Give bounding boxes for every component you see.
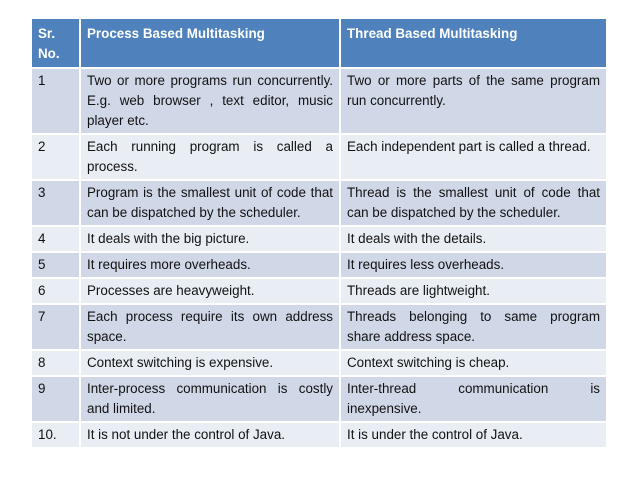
process-cell: It requires more overheads. bbox=[80, 252, 341, 279]
row-number: 9 bbox=[32, 376, 81, 423]
table-row: 7 Each process require its own address s… bbox=[32, 304, 606, 351]
table-row: 6 Processes are heavyweight. Threads are… bbox=[32, 278, 606, 305]
table-row: 3 Program is the smallest unit of code t… bbox=[32, 180, 606, 227]
thread-cell: Context switching is cheap. bbox=[340, 350, 606, 377]
process-cell: It is not under the control of Java. bbox=[80, 422, 341, 449]
row-number: 4 bbox=[32, 226, 81, 253]
table-row: 1 Two or more programs run concurrently.… bbox=[32, 68, 606, 135]
row-number: 2 bbox=[32, 134, 81, 181]
table-row: 9 Inter-process communication is costly … bbox=[32, 376, 606, 423]
process-cell: Each running program is called a process… bbox=[80, 134, 341, 181]
row-number: 7 bbox=[32, 304, 81, 351]
process-cell: Processes are heavyweight. bbox=[80, 278, 341, 305]
header-process-based: Process Based Multitasking bbox=[80, 19, 341, 69]
table-row: 4 It deals with the big picture. It deal… bbox=[32, 226, 606, 253]
thread-cell: Inter-thread communication is inexpensiv… bbox=[340, 376, 606, 423]
process-cell: Each process require its own address spa… bbox=[80, 304, 341, 351]
thread-cell: It deals with the details. bbox=[340, 226, 606, 253]
table-row: 5 It requires more overheads. It require… bbox=[32, 252, 606, 279]
thread-cell: Two or more parts of the same program ru… bbox=[340, 68, 606, 135]
table-body: 1 Two or more programs run concurrently.… bbox=[32, 68, 606, 449]
process-cell: It deals with the big picture. bbox=[80, 226, 341, 253]
table-row: 10. It is not under the control of Java.… bbox=[32, 422, 606, 449]
header-row: Sr. No. Process Based Multitasking Threa… bbox=[32, 19, 606, 69]
comparison-table: Sr. No. Process Based Multitasking Threa… bbox=[32, 19, 606, 449]
row-number: 6 bbox=[32, 278, 81, 305]
header-thread-based: Thread Based Multitasking bbox=[340, 19, 606, 69]
process-cell: Context switching is expensive. bbox=[80, 350, 341, 377]
row-number: 8 bbox=[32, 350, 81, 377]
row-number: 5 bbox=[32, 252, 81, 279]
process-cell: Two or more programs run concurrently. E… bbox=[80, 68, 341, 135]
process-cell: Program is the smallest unit of code tha… bbox=[80, 180, 341, 227]
table-header: Sr. No. Process Based Multitasking Threa… bbox=[32, 19, 606, 69]
row-number: 10. bbox=[32, 422, 81, 449]
thread-cell: Threads are lightweight. bbox=[340, 278, 606, 305]
table-row: 8 Context switching is expensive. Contex… bbox=[32, 350, 606, 377]
header-sr-no: Sr. No. bbox=[32, 19, 81, 69]
thread-cell: Each independent part is called a thread… bbox=[340, 134, 606, 181]
thread-cell: Thread is the smallest unit of code that… bbox=[340, 180, 606, 227]
process-cell: Inter-process communication is costly an… bbox=[80, 376, 341, 423]
thread-cell: It requires less overheads. bbox=[340, 252, 606, 279]
thread-cell: Threads belonging to same program share … bbox=[340, 304, 606, 351]
row-number: 3 bbox=[32, 180, 81, 227]
row-number: 1 bbox=[32, 68, 81, 135]
thread-cell: It is under the control of Java. bbox=[340, 422, 606, 449]
table-row: 2 Each running program is called a proce… bbox=[32, 134, 606, 181]
